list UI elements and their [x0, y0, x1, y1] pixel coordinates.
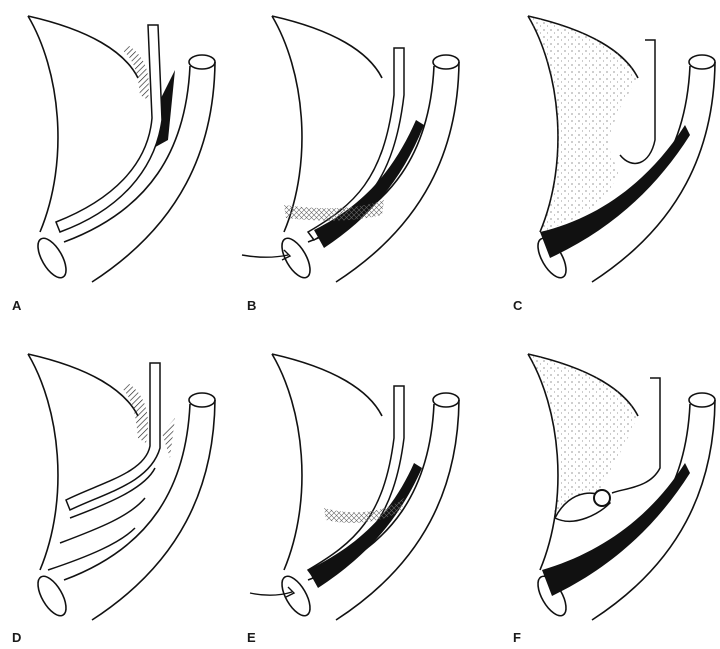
panel-b-drawing	[242, 16, 459, 282]
panel-label-e: E	[247, 630, 256, 645]
panel-c-drawing	[528, 16, 715, 282]
panel-label-b: B	[247, 298, 256, 313]
panel-label-c: C	[513, 298, 522, 313]
panel-label-f: F	[513, 630, 521, 645]
panel-label-d: D	[12, 630, 21, 645]
panel-a-drawing	[28, 16, 215, 282]
panel-e-drawing	[250, 354, 459, 620]
panel-label-a: A	[12, 298, 21, 313]
panel-f-drawing	[528, 354, 715, 620]
panel-d-drawing	[28, 354, 215, 620]
